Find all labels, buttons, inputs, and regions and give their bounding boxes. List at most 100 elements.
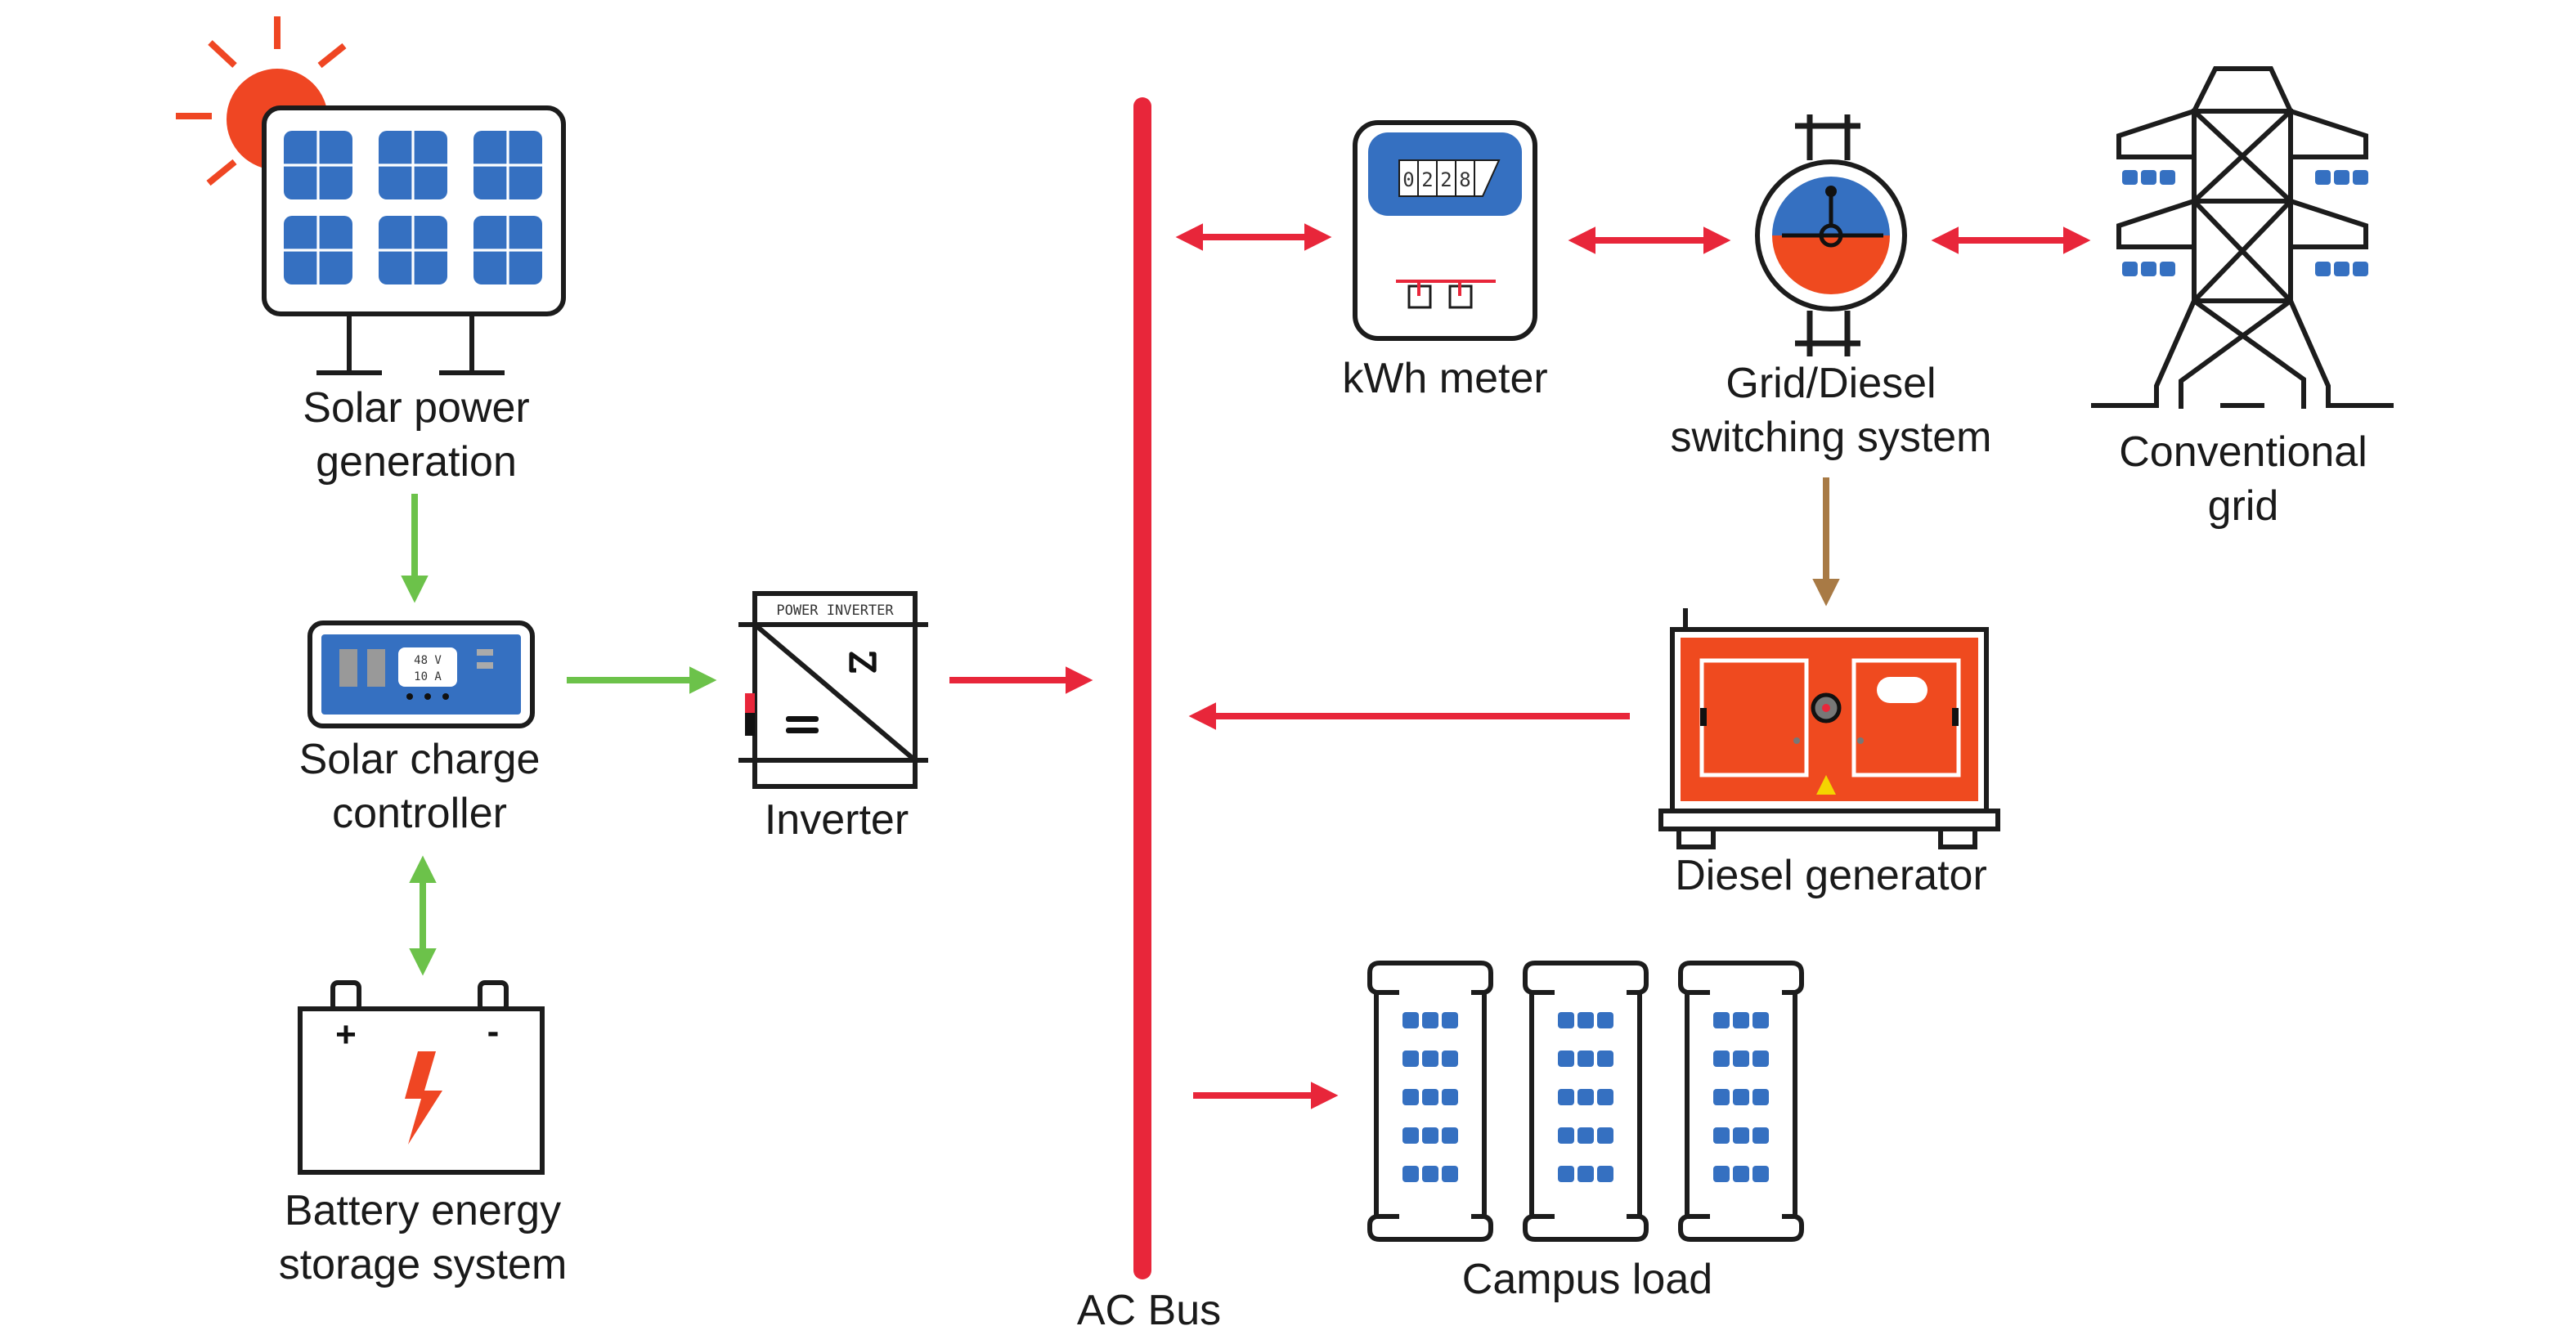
meter-digit: 0	[1402, 168, 1414, 191]
battery-label-line1: Battery energy	[285, 1187, 561, 1234]
diesel-generator-icon	[1658, 608, 2000, 849]
building-window	[1597, 1166, 1613, 1182]
building-window	[1442, 1127, 1458, 1144]
building-window	[1733, 1012, 1749, 1028]
building-window	[1733, 1089, 1749, 1105]
building-window	[1402, 1051, 1419, 1067]
building-window	[1713, 1012, 1730, 1028]
building-window	[1752, 1089, 1769, 1105]
controller-label-line1: Solar charge	[299, 736, 541, 783]
solar-panel-icon	[262, 105, 566, 375]
insulator-block	[2334, 170, 2349, 185]
building-window	[1597, 1127, 1613, 1144]
building-window	[1597, 1089, 1613, 1105]
building-window	[1422, 1166, 1438, 1182]
building-window	[1713, 1166, 1730, 1182]
insulator-block	[2122, 170, 2138, 185]
building-window	[1442, 1012, 1458, 1028]
switch-label-line2: switching system	[1671, 414, 1992, 461]
building-window	[1442, 1051, 1458, 1067]
conventional-grid: Conventional grid	[2091, 66, 2394, 530]
transmission-tower-icon	[2091, 66, 2394, 409]
building-window	[1713, 1089, 1730, 1105]
building-window	[1577, 1166, 1594, 1182]
insulator-block	[2334, 262, 2349, 276]
insulator-block	[2315, 262, 2331, 276]
meter-digit: 2	[1421, 168, 1433, 191]
battery-plus: +	[335, 1015, 357, 1055]
battery-icon: + -	[298, 980, 545, 1175]
solar-label-line2: generation	[316, 438, 517, 486]
ac-wave-icon	[849, 652, 877, 673]
grid-label-line1: Conventional	[2119, 428, 2367, 476]
building-window	[1442, 1166, 1458, 1182]
building-window	[1422, 1089, 1438, 1105]
diesel-generator: Diesel generator	[1658, 608, 2000, 899]
building-window	[1402, 1166, 1419, 1182]
dc-symbol-icon	[786, 716, 819, 722]
building-window	[1733, 1166, 1749, 1182]
building-icons	[1367, 961, 1804, 1242]
building-window	[1402, 1012, 1419, 1028]
building-window	[1422, 1012, 1438, 1028]
building-window	[1752, 1012, 1769, 1028]
meter-digit: 8	[1459, 168, 1470, 191]
building-window	[1577, 1051, 1594, 1067]
insulator-block	[2141, 170, 2156, 185]
insulator-block	[2353, 262, 2368, 276]
insulator-block	[2122, 262, 2138, 276]
controller-label-line2: controller	[332, 790, 507, 837]
solar-power-generation: Solar power generation	[176, 16, 566, 486]
building-window	[1558, 1089, 1574, 1105]
building-window	[1402, 1089, 1419, 1105]
load-label: Campus load	[1462, 1256, 1712, 1303]
building-icon	[1523, 961, 1649, 1242]
building-window	[1577, 1089, 1594, 1105]
building-icon	[1367, 961, 1493, 1242]
switch-label-line1: Grid/Diesel	[1726, 360, 1936, 407]
grid-label-line2: grid	[2208, 482, 2279, 530]
inverter-icon: POWER INVERTER	[738, 591, 928, 789]
building-window	[1752, 1051, 1769, 1067]
building-window	[1558, 1012, 1574, 1028]
insulator-block	[2160, 262, 2175, 276]
solar-charge-controller: 48 V 10 A Solar charge controller	[299, 620, 541, 837]
building-window	[1752, 1166, 1769, 1182]
meter-label: kWh meter	[1342, 355, 1547, 402]
switch-icon	[1755, 114, 1907, 356]
building-window	[1597, 1051, 1613, 1067]
battery-energy-storage: + - Battery energy storage system	[279, 980, 568, 1288]
lightning-icon	[405, 1051, 442, 1145]
controller-current: 10 A	[414, 670, 442, 683]
battery-minus: -	[487, 1011, 500, 1051]
campus-load: Campus load	[1367, 961, 1804, 1303]
ac-bus-label: AC Bus	[1077, 1287, 1221, 1334]
building-window	[1733, 1127, 1749, 1144]
grid-diesel-switching-system: Grid/Diesel switching system	[1671, 114, 1992, 461]
building-window	[1558, 1166, 1574, 1182]
inverter-label: Inverter	[765, 796, 909, 844]
building-window	[1713, 1127, 1730, 1144]
battery-label-line2: storage system	[279, 1241, 568, 1288]
building-window	[1442, 1089, 1458, 1105]
building-window	[1558, 1051, 1574, 1067]
meter-digit: 2	[1440, 168, 1452, 191]
charge-controller-icon: 48 V 10 A	[307, 620, 535, 728]
building-window	[1422, 1127, 1438, 1144]
building-window	[1713, 1051, 1730, 1067]
building-window	[1558, 1127, 1574, 1144]
flow-arrows	[401, 223, 2091, 1109]
building-window	[1597, 1012, 1613, 1028]
insulator-block	[2160, 170, 2175, 185]
solar-label-line1: Solar power	[303, 384, 529, 432]
insulator-block	[2141, 262, 2156, 276]
building-window	[1577, 1127, 1594, 1144]
ac-bus: AC Bus	[1077, 97, 1221, 1334]
insulator-block	[2353, 170, 2368, 185]
building-icon	[1678, 961, 1804, 1242]
insulator-block	[2315, 170, 2331, 185]
building-window	[1422, 1051, 1438, 1067]
building-window	[1733, 1051, 1749, 1067]
